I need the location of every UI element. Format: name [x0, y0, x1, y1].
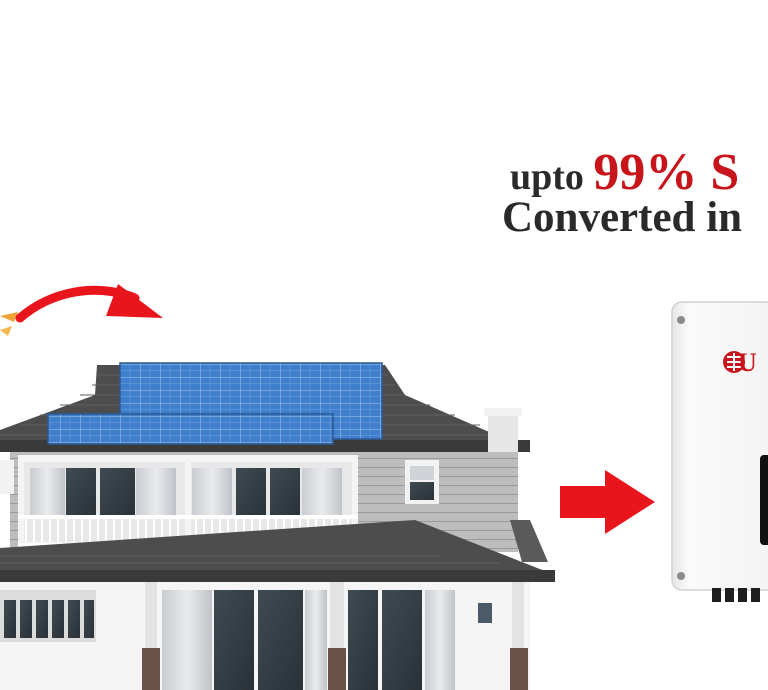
inverter [671, 301, 768, 602]
right-arrow-icon [560, 470, 655, 534]
inverter-logo-icon [723, 351, 745, 373]
headline-line-2: Converted in [502, 194, 743, 241]
sun-icon [0, 312, 18, 336]
inverter-brand-text: U [738, 348, 757, 377]
curved-arrow-icon [15, 284, 163, 323]
house [0, 362, 555, 690]
headline: upto 99% S Converted in [502, 147, 742, 242]
headline-highlight: 99% S [593, 144, 740, 201]
headline-prefix: upto [510, 156, 584, 198]
headline-line-1: upto 99% S [510, 147, 739, 200]
